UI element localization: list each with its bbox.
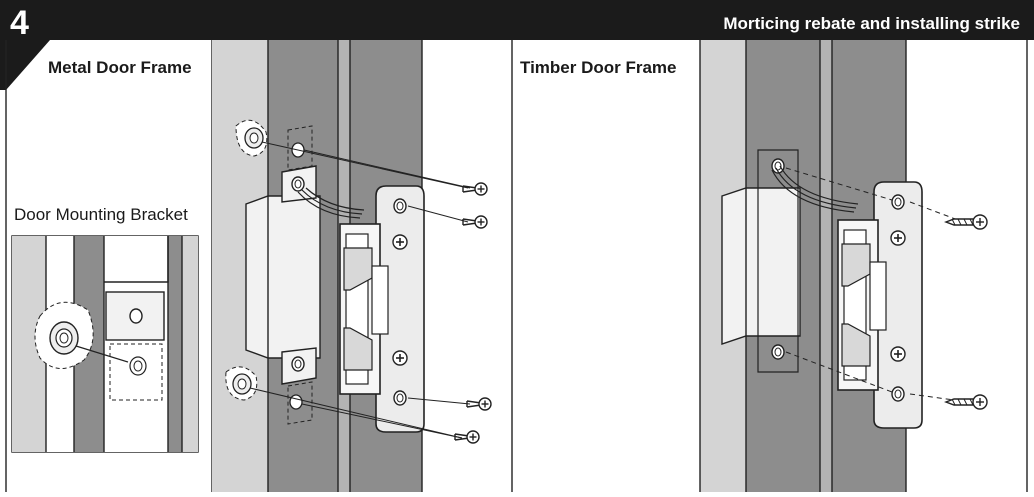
- step-number: 4: [10, 4, 29, 42]
- timber-frame-illustration: [699, 40, 988, 492]
- bracket-inset: [11, 235, 199, 453]
- section-title: Morticing rebate and installing strike: [723, 14, 1020, 33]
- screw-icon: [454, 182, 492, 444]
- mounting-bracket-icon: [104, 236, 169, 401]
- header-bar: [0, 0, 1034, 90]
- timber-frame-title: Timber Door Frame: [520, 58, 677, 77]
- metal-frame-title: Metal Door Frame: [48, 58, 192, 77]
- metal-frame-illustration: [212, 40, 492, 492]
- fixing-hole-icon: [34, 301, 129, 369]
- bracket-title: Door Mounting Bracket: [14, 205, 188, 224]
